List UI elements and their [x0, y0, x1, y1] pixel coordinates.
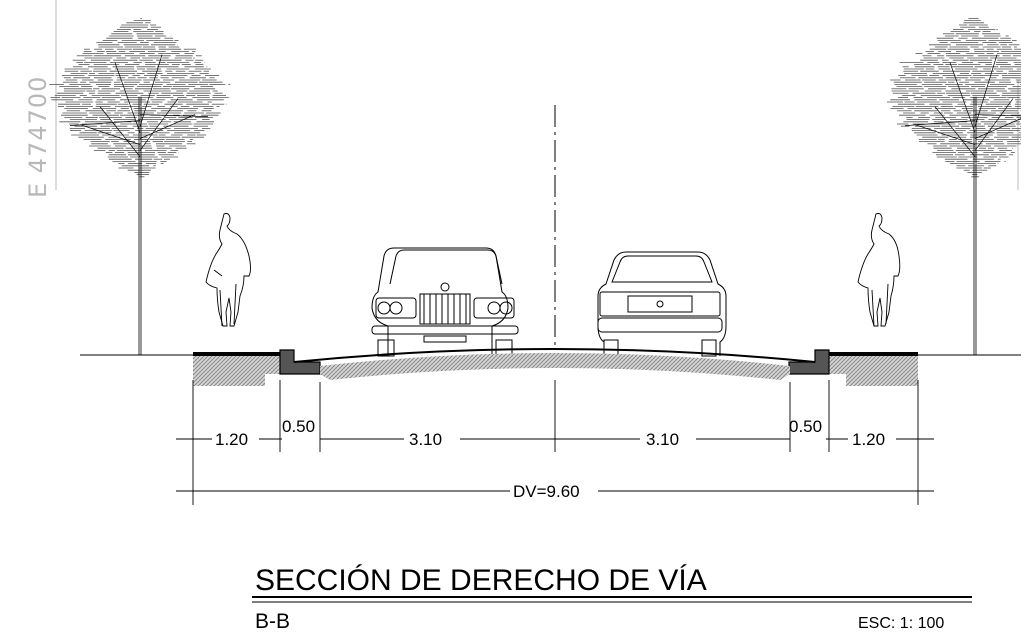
- tree-left: [49, 17, 231, 355]
- section-title: SECCIÓN DE DERECHO DE VÍA: [255, 564, 707, 597]
- coordinate-label: E 474700: [24, 76, 52, 198]
- dim-curb-left: 0.50: [282, 417, 315, 436]
- scale-label: ESC: 1: 100: [858, 615, 944, 632]
- dim-sidewalk-left: 1.20: [215, 430, 248, 449]
- dim-lane-right: 3.10: [646, 430, 679, 449]
- dim-lane-left: 3.10: [409, 430, 442, 449]
- dim-sidewalk-right: 1.20: [852, 430, 885, 449]
- dim-total: DV=9.60: [513, 482, 580, 501]
- pedestrian-left-figure: [205, 213, 251, 327]
- dim-curb-right: 0.50: [789, 417, 822, 436]
- section-id: B-B: [255, 610, 290, 633]
- road-profile: [193, 348, 918, 386]
- car-front-left-lane: [371, 247, 519, 357]
- car-rear-right-lane: [597, 251, 727, 357]
- coordinate-marker: E 474700: [24, 0, 57, 198]
- pedestrian-right-figure: [857, 213, 901, 327]
- dimension-lines: [176, 380, 934, 505]
- title-block: SECCIÓN DE DERECHO DE VÍA B-B ESC: 1: 10…: [252, 564, 972, 633]
- tree-right: [887, 17, 1021, 355]
